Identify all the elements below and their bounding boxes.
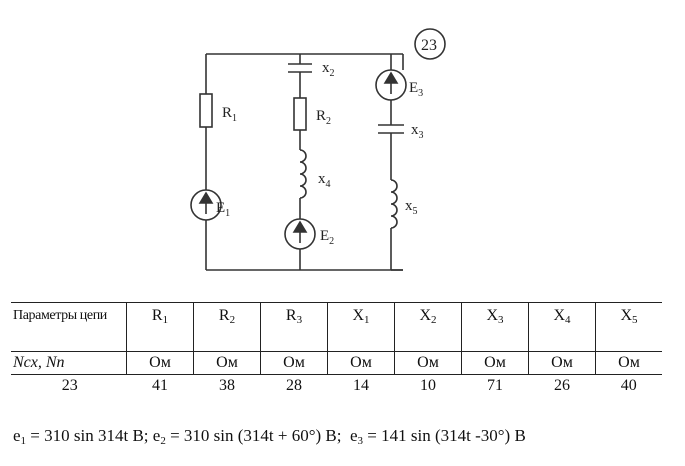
resistor-r2 bbox=[293, 97, 307, 131]
header-r3: R3 bbox=[260, 302, 328, 352]
table-header-row: Параметры цепи R1 R2 R3 X1 X2 X3 X4 X5 bbox=[11, 302, 662, 352]
table-value-row: 23 41 38 28 14 10 71 26 40 bbox=[11, 375, 662, 398]
value-cell: 26 bbox=[554, 377, 570, 394]
svg-text:E2: E2 bbox=[320, 228, 334, 247]
unit-cell: Ом bbox=[260, 351, 328, 375]
inductor-x4 bbox=[299, 149, 307, 199]
value-cell: 38 bbox=[219, 377, 235, 394]
svg-text:x5: x5 bbox=[405, 198, 418, 217]
header-r2: R2 bbox=[193, 302, 261, 352]
header-label: Параметры цепи bbox=[11, 302, 127, 352]
svg-text:x2: x2 bbox=[322, 60, 335, 79]
svg-text:x4: x4 bbox=[318, 171, 331, 190]
value-cell: 14 bbox=[353, 377, 369, 394]
table-unit-row: Ncx, Nn Ом Ом Ом Ом Ом Ом Ом Ом bbox=[11, 351, 662, 375]
inductor-x5 bbox=[390, 179, 398, 229]
unit-cell: Ом bbox=[528, 351, 596, 375]
header-r1: R1 bbox=[126, 302, 194, 352]
label-r1: R bbox=[222, 105, 232, 121]
unit-label: Ncx, Nn bbox=[11, 351, 127, 375]
value-cell: 41 bbox=[152, 377, 168, 394]
variant-badge-circle bbox=[414, 28, 446, 60]
value-cell: 40 bbox=[620, 377, 637, 394]
value-cell: 10 bbox=[420, 377, 436, 394]
unit-cell: Ом bbox=[595, 351, 662, 375]
svg-text:R1: R1 bbox=[222, 105, 237, 124]
unit-cell: Ом bbox=[461, 351, 529, 375]
unit-cell: Ом bbox=[193, 351, 261, 375]
unit-cell: Ом bbox=[126, 351, 194, 375]
svg-text:E3: E3 bbox=[409, 80, 423, 99]
header-x4: X4 bbox=[528, 302, 596, 352]
value-cell: 71 bbox=[487, 377, 503, 394]
svg-text:R2: R2 bbox=[316, 108, 331, 127]
header-x3: X3 bbox=[461, 302, 529, 352]
resistor-r1 bbox=[199, 93, 213, 128]
header-x5: X5 bbox=[595, 302, 662, 352]
unit-cell: Ом bbox=[327, 351, 395, 375]
svg-text:x3: x3 bbox=[411, 122, 424, 141]
header-x1: X1 bbox=[327, 302, 395, 352]
value-cell: 28 bbox=[286, 377, 302, 394]
unit-cell: Ом bbox=[394, 351, 462, 375]
circuit-diagram: R1 E1 x2 R2 x4 E2 E3 x3 x5 23 bbox=[190, 28, 446, 271]
emf-formula-line: e1 = 310 sin 314t В; e2 = 310 sin (314t … bbox=[13, 426, 526, 447]
variant-value: 23 bbox=[61, 377, 78, 394]
variant-badge: 23 bbox=[421, 37, 437, 54]
svg-text:E1: E1 bbox=[216, 200, 230, 219]
header-x2: X2 bbox=[394, 302, 462, 352]
parameters-table: Параметры цепи R1 R2 R3 X1 X2 X3 X4 X5 N… bbox=[11, 302, 662, 397]
